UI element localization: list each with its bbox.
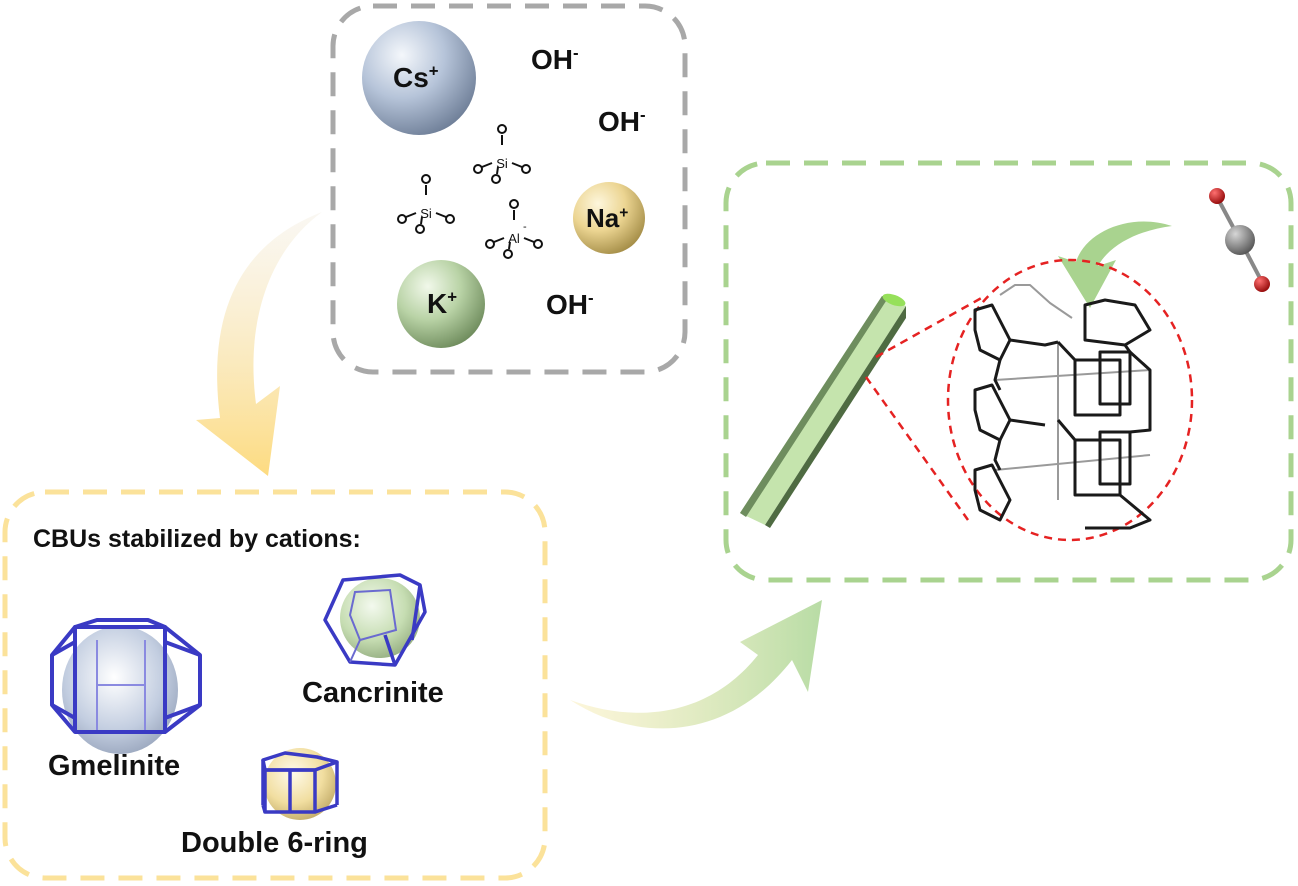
k-charge: +: [447, 287, 458, 307]
oh-charge: -: [588, 288, 594, 308]
oh-anion-label-3: OH-: [546, 289, 594, 321]
si-label-1: Si: [496, 156, 508, 171]
double-6-ring-cage: [261, 748, 339, 820]
co2-oxygen-bottom: [1254, 276, 1270, 292]
gmelinite-cage: [50, 618, 202, 754]
si-tetrahedron-2: [397, 174, 455, 234]
na-charge: +: [619, 204, 629, 222]
zoom-circle: [946, 258, 1194, 542]
oh-symbol: OH: [546, 289, 588, 320]
zeolite-framework: [973, 284, 1152, 530]
cs-charge: +: [428, 61, 439, 81]
oh-symbol: OH: [598, 106, 640, 137]
product-box-border: [723, 160, 1294, 583]
k-cation-sphere: [397, 260, 485, 348]
oh-anion-label-1: OH-: [531, 44, 579, 76]
cbu-box-border: [2, 489, 548, 881]
na-cation-sphere: [573, 182, 645, 254]
zoom-line-top: [875, 294, 986, 359]
oh-symbol: OH: [531, 44, 573, 75]
cancrinite-cage: [323, 573, 427, 667]
zoom-line-bottom: [864, 376, 970, 521]
k-cation-label: K+: [427, 288, 457, 320]
oh-charge: -: [573, 43, 579, 63]
cancrinite-label: Cancrinite: [302, 677, 444, 709]
arrow-precursor-to-cbu: [196, 212, 322, 476]
double-6-ring-label: Double 6-ring: [181, 827, 368, 859]
k-symbol: K: [427, 288, 448, 319]
na-symbol: Na: [586, 203, 620, 233]
al-tetrahedron: [485, 199, 543, 259]
arrow-cbu-to-product: [570, 600, 822, 729]
si-tetrahedron-1: [473, 124, 531, 184]
co2-oxygen-top: [1209, 188, 1225, 204]
cbu-box-title: CBUs stabilized by cations:: [33, 525, 361, 553]
oh-anion-label-2: OH-: [598, 106, 646, 138]
precursor-box-border: [330, 3, 688, 375]
si-label-2: Si: [420, 206, 432, 221]
oh-charge: -: [640, 105, 646, 125]
al-charge: -: [523, 221, 527, 233]
na-cation-label: Na+: [586, 203, 628, 234]
crystal-rod: [740, 293, 906, 528]
arrow-co2-adsorption: [1058, 221, 1172, 308]
gmelinite-label: Gmelinite: [48, 750, 181, 782]
al-label: Al: [508, 231, 520, 246]
co2-carbon: [1225, 225, 1255, 255]
co2-molecule: [1209, 188, 1270, 292]
cs-cation-sphere: [362, 21, 476, 135]
cs-symbol: Cs: [393, 62, 429, 93]
cs-cation-label: Cs+: [393, 62, 439, 94]
